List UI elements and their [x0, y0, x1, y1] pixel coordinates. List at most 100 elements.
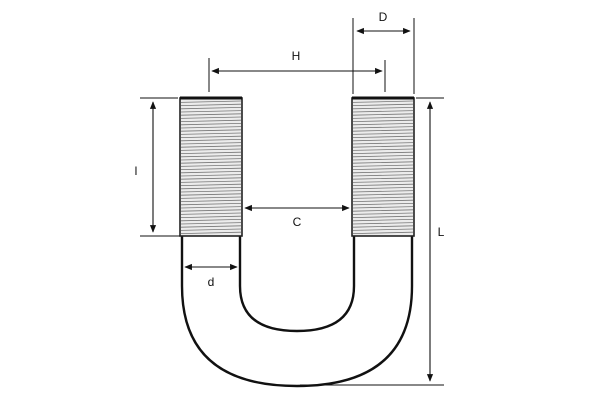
thread-line: [352, 161, 414, 164]
thread-line: [352, 113, 414, 116]
thread-line: [180, 196, 242, 199]
thread-line: [180, 119, 242, 122]
thread-line: [180, 167, 242, 170]
thread-line: [352, 212, 414, 215]
thread-line: [180, 139, 242, 142]
rod-inner-edge: [238, 236, 356, 333]
left-thread-lines: [180, 100, 242, 234]
thread-line: [352, 231, 414, 234]
thread-line: [180, 225, 242, 228]
thread-line: [180, 177, 242, 180]
label-d: d: [208, 275, 215, 289]
thread-line: [352, 209, 414, 212]
thread-line: [352, 129, 414, 132]
thread-line: [180, 148, 242, 151]
thread-line: [180, 126, 242, 129]
thread-line: [180, 123, 242, 126]
thread-line: [352, 180, 414, 183]
thread-line: [352, 155, 414, 158]
thread-line: [180, 107, 242, 110]
thread-line: [180, 190, 242, 193]
left-thread-section: [179, 97, 243, 237]
thread-line: [180, 174, 242, 177]
thread-line: [352, 126, 414, 129]
thread-line: [180, 171, 242, 174]
thread-line: [180, 132, 242, 135]
thread-line: [352, 119, 414, 122]
thread-line: [180, 206, 242, 209]
thread-line: [352, 222, 414, 225]
thread-line: [352, 199, 414, 202]
thread-line: [352, 219, 414, 222]
thread-line: [352, 171, 414, 174]
thread-line: [180, 193, 242, 196]
thread-line: [180, 155, 242, 158]
thread-line: [180, 151, 242, 154]
thread-line: [352, 158, 414, 161]
thread-line: [180, 100, 242, 103]
thread-line: [180, 199, 242, 202]
label-H: H: [292, 49, 301, 63]
thread-line: [352, 196, 414, 199]
right-thread-section: [351, 97, 415, 237]
thread-line: [352, 164, 414, 167]
thread-line: [352, 183, 414, 186]
thread-line: [352, 139, 414, 142]
extension-lines: [140, 18, 444, 386]
label-C: C: [293, 215, 302, 229]
thread-line: [180, 228, 242, 231]
thread-line: [180, 145, 242, 148]
u-bolt-body: [180, 236, 414, 388]
thread-line: [180, 209, 242, 212]
thread-line: [180, 219, 242, 222]
thread-line: [352, 151, 414, 154]
thread-line: [180, 203, 242, 206]
thread-line: [180, 103, 242, 106]
thread-line: [352, 110, 414, 113]
thread-line: [352, 145, 414, 148]
thread-line: [180, 142, 242, 145]
thread-line: [352, 187, 414, 190]
thread-line: [180, 215, 242, 218]
thread-line: [352, 116, 414, 119]
thread-line: [180, 180, 242, 183]
thread-line: [180, 187, 242, 190]
thread-line: [352, 100, 414, 103]
thread-line: [352, 190, 414, 193]
thread-line: [180, 116, 242, 119]
thread-line: [352, 135, 414, 138]
thread-line: [180, 129, 242, 132]
thread-line: [180, 212, 242, 215]
label-D: D: [379, 10, 388, 24]
rod-outer-edge: [180, 236, 414, 388]
thread-line: [180, 135, 242, 138]
thread-line: [352, 215, 414, 218]
label-l: l: [135, 164, 138, 178]
thread-line: [352, 167, 414, 170]
thread-line: [352, 103, 414, 106]
thread-line: [352, 206, 414, 209]
thread-line: [180, 113, 242, 116]
thread-line: [352, 142, 414, 145]
thread-line: [180, 164, 242, 167]
thread-line: [180, 231, 242, 234]
thread-line: [180, 110, 242, 113]
thread-line: [180, 222, 242, 225]
thread-line: [180, 161, 242, 164]
left-threaded-end: [179, 96, 243, 237]
thread-line: [352, 107, 414, 110]
thread-line: [352, 225, 414, 228]
right-threaded-end: [351, 96, 415, 237]
dimension-lines: [149, 27, 434, 382]
thread-line: [352, 177, 414, 180]
thread-line: [180, 158, 242, 161]
thread-line: [352, 148, 414, 151]
thread-line: [352, 132, 414, 135]
label-L: L: [438, 225, 445, 239]
thread-line: [352, 228, 414, 231]
thread-line: [352, 123, 414, 126]
thread-line: [180, 183, 242, 186]
thread-line: [352, 203, 414, 206]
